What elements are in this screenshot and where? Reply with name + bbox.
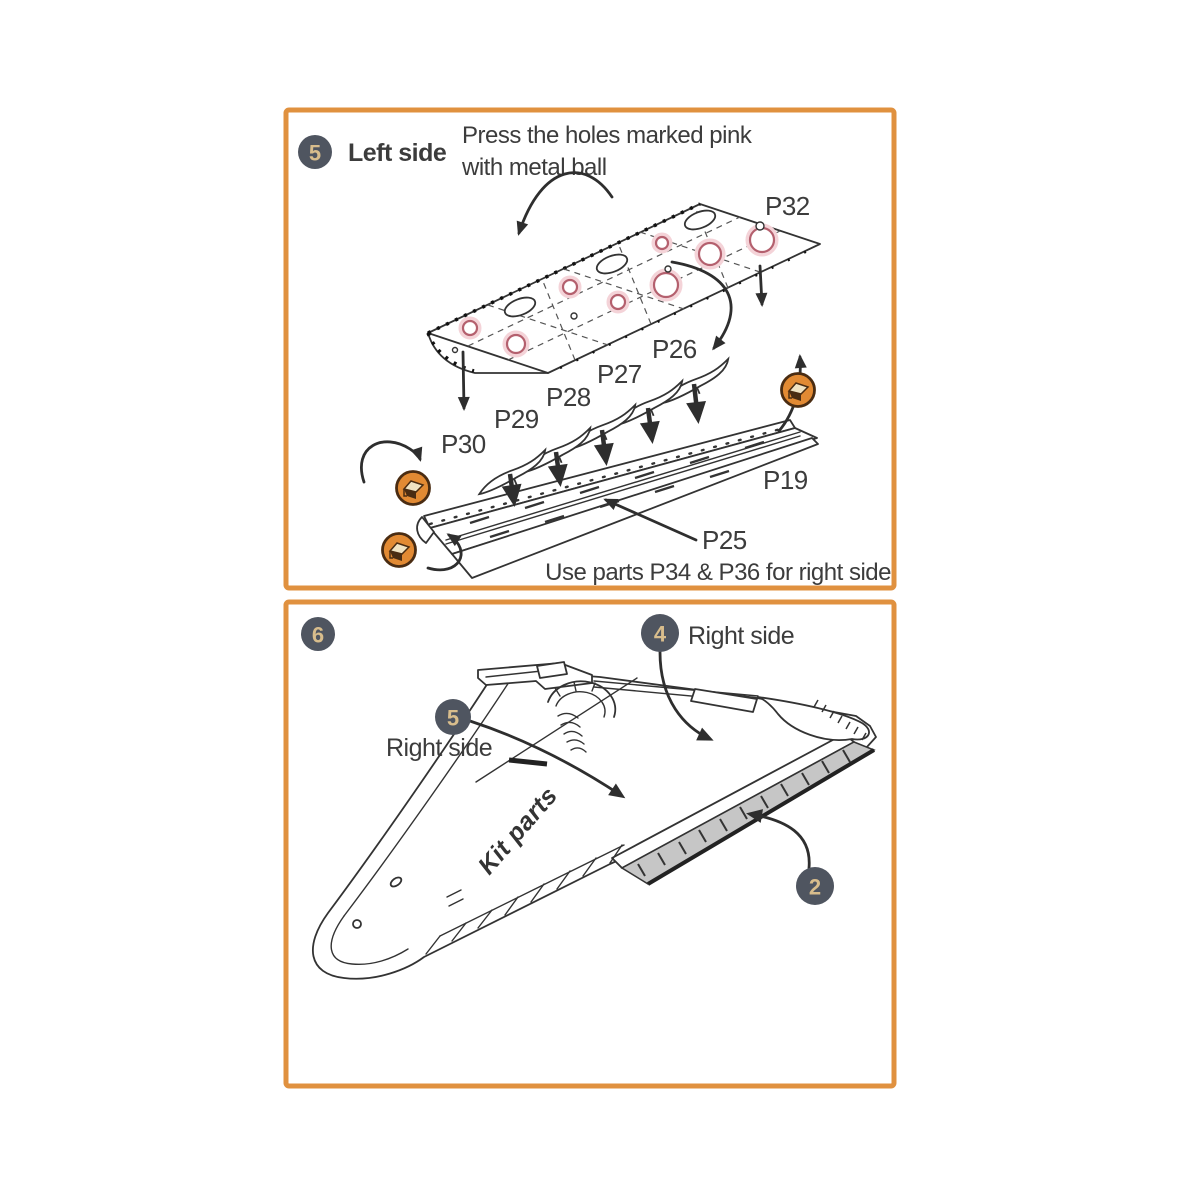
callout-2: 2 bbox=[746, 809, 834, 905]
label-p25: P25 bbox=[702, 525, 747, 555]
step5-side-title: Left side bbox=[348, 139, 447, 167]
callout-4-number: 4 bbox=[654, 622, 667, 647]
step5-instruction-line1: Press the holes marked pink bbox=[462, 122, 753, 149]
step5-panel: 5 Left side Press the holes marked pink … bbox=[283, 107, 897, 591]
p25-leader-line bbox=[603, 498, 698, 542]
plate-pink-holes bbox=[458, 223, 779, 358]
flap-rib-ticks bbox=[637, 749, 851, 877]
step5-badge-number: 5 bbox=[309, 141, 321, 166]
bend-part-icon bbox=[780, 372, 816, 408]
label-p19: P19 bbox=[763, 465, 808, 495]
step5-instruction-line2: with metal ball bbox=[461, 154, 607, 181]
label-p28: P28 bbox=[546, 382, 591, 412]
callout-4-label: Right side bbox=[688, 622, 794, 650]
callout-2-number: 2 bbox=[809, 875, 821, 900]
plate-p32-drawing bbox=[426, 202, 821, 374]
step6-panel: Kit parts 6 4 Right side 5 Right side 2 bbox=[283, 599, 897, 1089]
wing-root-parts bbox=[352, 661, 870, 929]
wing-rib-ladder bbox=[425, 844, 625, 955]
callout-5-label: Right side bbox=[386, 734, 492, 762]
plate-small-holes bbox=[451, 221, 765, 354]
bend-part-icon bbox=[395, 470, 431, 506]
step6-badge: 6 bbox=[301, 617, 335, 651]
label-p27: P27 bbox=[597, 359, 642, 389]
plate-dashed-lines bbox=[467, 206, 781, 361]
root-rib-ticks bbox=[813, 699, 867, 741]
step5-footnote: Use parts P34 & P36 for right side bbox=[545, 559, 891, 586]
label-p26: P26 bbox=[652, 334, 697, 364]
callout-5-number: 5 bbox=[447, 706, 459, 731]
rail-floor-dashes bbox=[469, 440, 765, 539]
root-coil-detail bbox=[557, 712, 587, 753]
label-p32: P32 bbox=[765, 191, 810, 221]
bend-part-icon bbox=[381, 532, 417, 568]
label-p29: P29 bbox=[494, 404, 539, 434]
label-p30: P30 bbox=[441, 429, 486, 459]
callout-5: 5 Right side bbox=[386, 699, 626, 799]
plate-oval-holes bbox=[503, 209, 717, 318]
step5-badge: 5 bbox=[298, 135, 332, 169]
callout-4: 4 Right side bbox=[641, 614, 795, 741]
step6-badge-number: 6 bbox=[312, 623, 324, 648]
